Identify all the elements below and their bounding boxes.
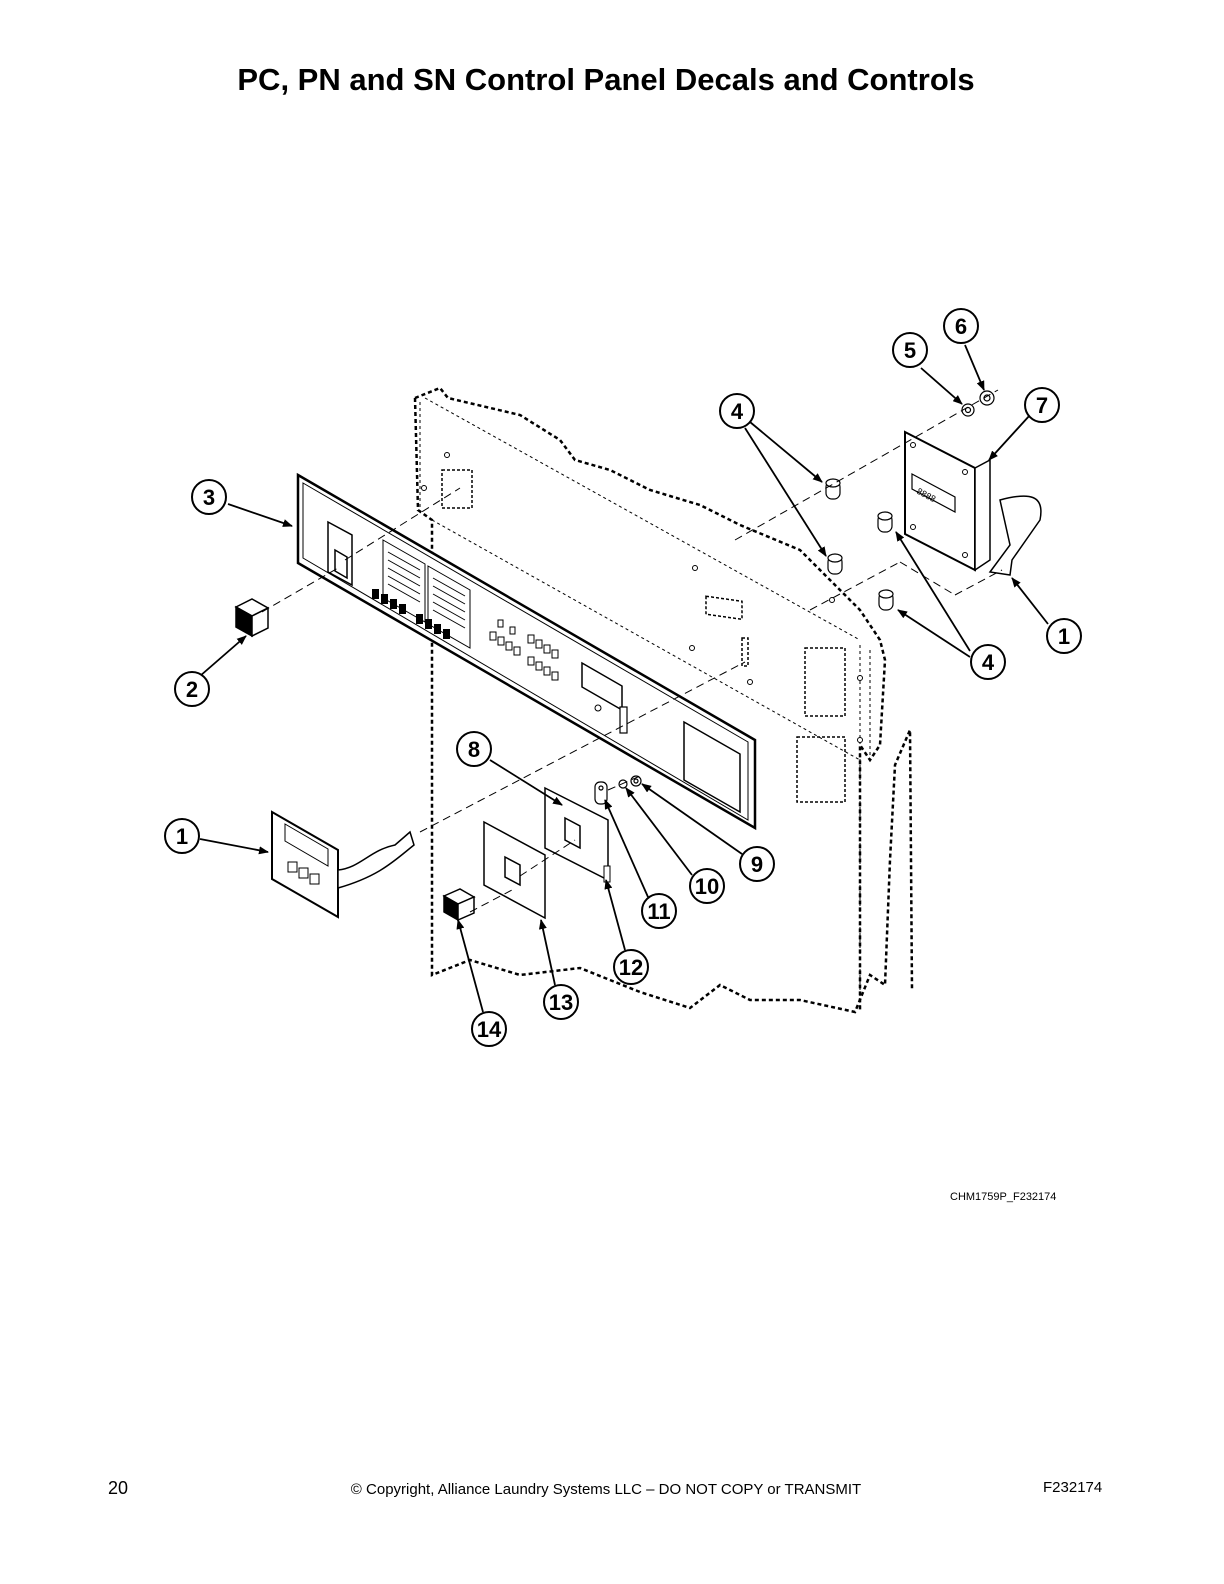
svg-text:14: 14 (477, 1017, 502, 1042)
svg-text:1: 1 (176, 824, 188, 849)
callout-12: 12 (613, 949, 649, 985)
display-board-lower (271, 810, 415, 919)
svg-text:9: 9 (751, 852, 763, 877)
bracket-part (544, 786, 611, 883)
figure-reference: CHM1759P_F232174 (950, 1191, 1057, 1203)
callout-1-lower: 1 (164, 818, 200, 854)
control-decal (296, 472, 757, 831)
page-number: 20 (108, 1478, 129, 1498)
alignment-lines (261, 389, 1003, 913)
svg-text:4: 4 (982, 650, 995, 675)
svg-text:5: 5 (904, 338, 916, 363)
svg-text:2: 2 (186, 677, 198, 702)
callout-2: 2 (174, 671, 210, 707)
standoffs (825, 478, 894, 611)
panel-cutouts (441, 469, 846, 803)
svg-text:3: 3 (203, 485, 215, 510)
plate-part (483, 820, 546, 920)
callout-4-lower: 4 (970, 644, 1006, 680)
svg-text:6: 6 (955, 314, 967, 339)
callout-1-upper: 1 (1046, 618, 1082, 654)
svg-text:1: 1 (1058, 624, 1070, 649)
svg-text:11: 11 (647, 899, 670, 924)
rocker-switch-part (234, 598, 270, 638)
rocker-switch-lower-part (442, 888, 476, 922)
callout-5: 5 (892, 332, 928, 368)
display-board-upper (904, 430, 1042, 576)
callout-14: 14 (471, 1011, 507, 1047)
svg-text:10: 10 (695, 874, 719, 899)
callout-8: 8 (456, 731, 492, 767)
control-panel-outline (413, 386, 914, 1014)
callout-7: 7 (1024, 387, 1060, 423)
callout-9: 9 (739, 846, 775, 882)
panel-holes (421, 452, 863, 743)
svg-text:4: 4 (731, 399, 744, 424)
page-title: PC, PN and SN Control Panel Decals and C… (237, 62, 975, 97)
leader-arrows (199, 344, 1049, 1013)
callout-10: 10 (689, 868, 725, 904)
svg-text:8: 8 (468, 737, 480, 762)
svg-text:7: 7 (1036, 393, 1048, 418)
svg-text:13: 13 (549, 990, 573, 1015)
document-id: F232174 (1043, 1479, 1103, 1496)
callout-13: 13 (543, 984, 579, 1020)
copyright-notice: © Copyright, Alliance Laundry Systems LL… (350, 1481, 862, 1498)
small-hardware (594, 775, 642, 805)
callout-6: 6 (943, 308, 979, 344)
callout-4-upper: 4 (719, 393, 755, 429)
callout-11: 11 (641, 893, 677, 929)
callout-3: 3 (191, 479, 227, 515)
svg-text:12: 12 (619, 955, 643, 980)
